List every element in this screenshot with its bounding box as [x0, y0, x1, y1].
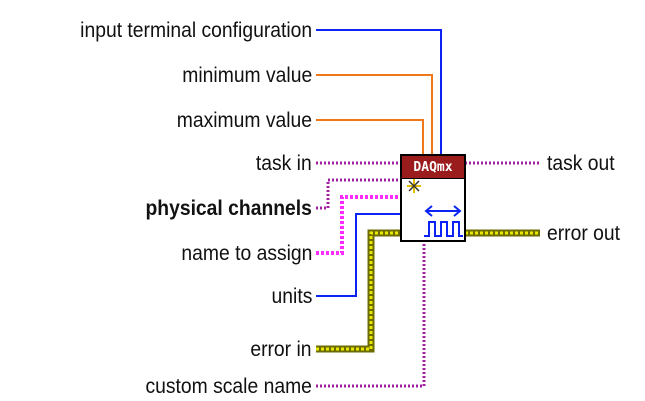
- pulse-waveform-icon: [424, 221, 463, 237]
- wire-error-in: [316, 229, 401, 353]
- label-error-in: error in: [250, 338, 312, 361]
- label-custom-scale-name: custom scale name: [145, 375, 312, 398]
- wire-units: [316, 213, 401, 297]
- sparkle-icon: [407, 179, 421, 193]
- wire-maximum-value: [316, 119, 424, 155]
- label-input-terminal-configuration: input terminal configuration: [80, 19, 312, 42]
- wire-physical-channels: [316, 178, 401, 210]
- wire-name-to-assign: [316, 195, 401, 255]
- label-minimum-value: minimum value: [182, 64, 312, 87]
- label-task-out: task out: [547, 152, 615, 175]
- label-task-in: task in: [256, 152, 312, 175]
- width-arrow-icon: [424, 205, 462, 217]
- wire-error-in-inner: [316, 231, 401, 351]
- vi-header-label: DAQmx: [401, 155, 465, 179]
- label-name-to-assign: name to assign: [180, 242, 312, 265]
- wire-minimum-value: [316, 74, 433, 155]
- wire-input-terminal-configuration: [316, 29, 442, 155]
- label-error-out: error out: [547, 222, 621, 245]
- wire-custom-scale-name: [316, 241, 426, 388]
- label-maximum-value: maximum value: [176, 109, 312, 132]
- label-physical-channels: physical channels: [145, 197, 312, 220]
- label-units: units: [271, 285, 312, 308]
